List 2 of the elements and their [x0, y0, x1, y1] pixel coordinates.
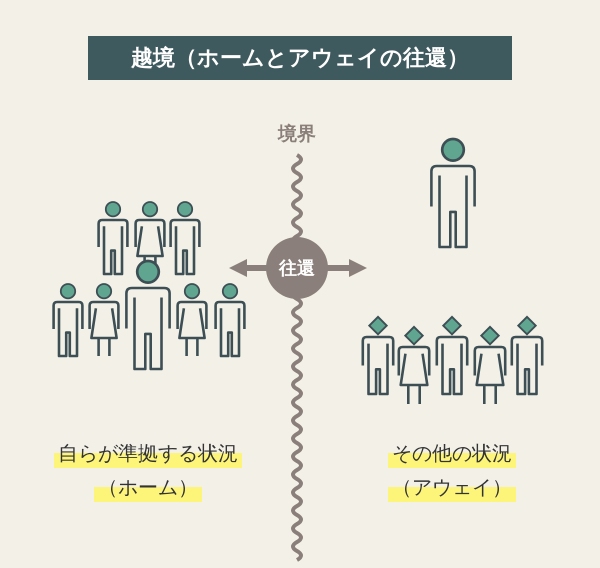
title-banner: 越境（ホームとアウェイの往還）	[88, 36, 512, 80]
boundary-label: 境界	[276, 122, 317, 147]
